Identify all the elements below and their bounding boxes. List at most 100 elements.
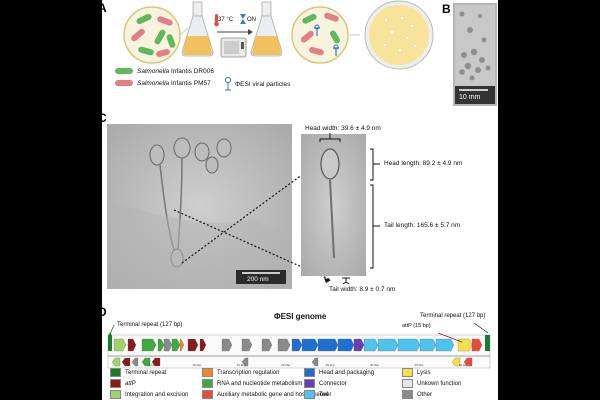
plaque-scale-label: 10 mm [459, 94, 481, 101]
gene-forward [113, 338, 127, 352]
panel-c-micrographs [107, 124, 380, 289]
gene-forward [163, 338, 173, 352]
flask-icon [181, 1, 214, 57]
legend-label: Unkown function [417, 380, 462, 387]
strain2-swatch [115, 80, 133, 86]
genome-tick-label: 25 kbp [326, 363, 335, 367]
legend-swatch [202, 379, 213, 388]
legend-item: Auxiliary metabolic gene and host takeov… [202, 390, 331, 399]
legend-label: Transcription regulation [217, 369, 280, 376]
zoomed-phage [320, 148, 340, 259]
genome-tick-label: 10 kbp [192, 363, 201, 367]
terminal-repeat-left: Terminal repeat (127 bp) [117, 322, 183, 328]
figure: A B C D [102, 0, 498, 400]
legend-item: Head and packaging [304, 368, 374, 377]
head-width-label: Head width: 39.6 ± 4.9 nm [305, 125, 381, 132]
gene-forward [471, 338, 483, 352]
flask-icon-2 [250, 1, 283, 57]
legend-item: Transcription regulation [202, 368, 279, 377]
bacteria-group [131, 13, 176, 58]
terminal-repeat-right: Terminal repeat (127 bp) [420, 313, 486, 319]
legend-item: attP [110, 379, 136, 388]
legend-item: Connector [304, 379, 347, 388]
legend-label: attP [125, 380, 136, 387]
gene-forward [277, 338, 291, 352]
tem-scale-label: 200 nm [247, 276, 269, 283]
legend-swatch [110, 368, 121, 377]
legend-swatch [110, 379, 121, 388]
gene-reverse [463, 357, 473, 367]
strain1-swatch [115, 68, 133, 74]
gene-forward [171, 338, 181, 352]
legend-item: Unkown function [402, 379, 461, 388]
legend-swatch [402, 368, 413, 377]
gene-forward [363, 338, 379, 352]
strain2-label: Salmonella Infantis PM57 [137, 80, 211, 87]
gene-forward [397, 338, 421, 352]
gene-forward [221, 338, 233, 352]
virus-label: ΦESI viral particles [235, 81, 291, 88]
gene-reverse [151, 357, 161, 367]
gene-forward [157, 338, 165, 352]
legend-label: Auxiliary metabolic gene and host takeov… [217, 391, 332, 398]
legend-label: Lysis [417, 369, 431, 376]
genome-tick-label: 15 kbp [237, 363, 246, 367]
legend-item: Terminal repeat [110, 368, 166, 377]
gene-forward [199, 338, 207, 352]
legend-item: RNA and nucleotide metabolism [202, 379, 302, 388]
virus-icon [224, 76, 232, 91]
gene-reverse [111, 357, 121, 367]
gene-forward [141, 338, 157, 352]
legend-swatch [304, 390, 315, 399]
genome-tick-label: 40 kbp [459, 363, 468, 367]
head-length-label: Head length: 89.2 ± 4.9 nm [384, 160, 463, 167]
gene-forward [291, 338, 303, 352]
gene-forward [457, 338, 473, 352]
incubation-time: ON [247, 17, 256, 23]
gene-reverse [451, 357, 461, 367]
gene-forward [377, 338, 399, 352]
gene-forward [317, 338, 339, 352]
legend-label: Terminal repeat [125, 369, 167, 376]
panel-label-c: C [102, 111, 107, 125]
gene-forward [127, 338, 137, 352]
attp-label: attP (15 bp) [402, 323, 431, 329]
plaques [459, 11, 491, 81]
legend-label: Integration and excision [125, 391, 189, 398]
tail-width-label: Tail width: 8.9 ± 0.7 nm [329, 286, 396, 293]
gene-reverse [141, 357, 151, 367]
legend-label: Tail [319, 391, 329, 398]
bacteria-virus-group [300, 12, 340, 56]
panel-b-plaque-photo [453, 3, 497, 106]
hourglass-icon [240, 14, 246, 24]
legend-swatch [202, 390, 213, 399]
legend-swatch [110, 390, 121, 399]
legend-label: Other [417, 391, 433, 398]
legend-item: Lysis [402, 368, 430, 377]
gene-reverse [241, 357, 249, 367]
genome-tick-label: 30 kbp [370, 363, 379, 367]
gene-forward [419, 338, 437, 352]
genome-map: 5 kbp 10 kbp 15 kbp 20 kbp 25 kbp 30 kbp 35 kb… [107, 322, 491, 369]
legend-label: Connector [319, 380, 347, 387]
legend-item: Tail [304, 390, 328, 399]
gene-forward [301, 338, 319, 352]
tail-length-label: Tail length: 165.6 ± 5.7 nm [384, 222, 461, 229]
gene-forward [179, 338, 185, 352]
genome-tick-label: 35 kbp [414, 363, 423, 367]
incubator-icon [220, 37, 247, 58]
petri-plate [364, 0, 434, 70]
gene-forward [187, 338, 199, 352]
legend-swatch [304, 379, 315, 388]
legend-swatch [304, 368, 315, 377]
gene-forward [337, 338, 355, 352]
incubation-temp: 37 °C [218, 17, 234, 23]
legend-item: Integration and excision [110, 390, 188, 399]
panel-label-a: A [102, 1, 107, 15]
gene-forward [353, 338, 365, 352]
genome-tick-label: 5 kbp [149, 363, 157, 367]
genome-tick-label: 20 kbp [281, 363, 290, 367]
panel-label-d: D [102, 305, 107, 319]
gene-reverse [311, 357, 319, 367]
gene-reverse [131, 357, 139, 367]
